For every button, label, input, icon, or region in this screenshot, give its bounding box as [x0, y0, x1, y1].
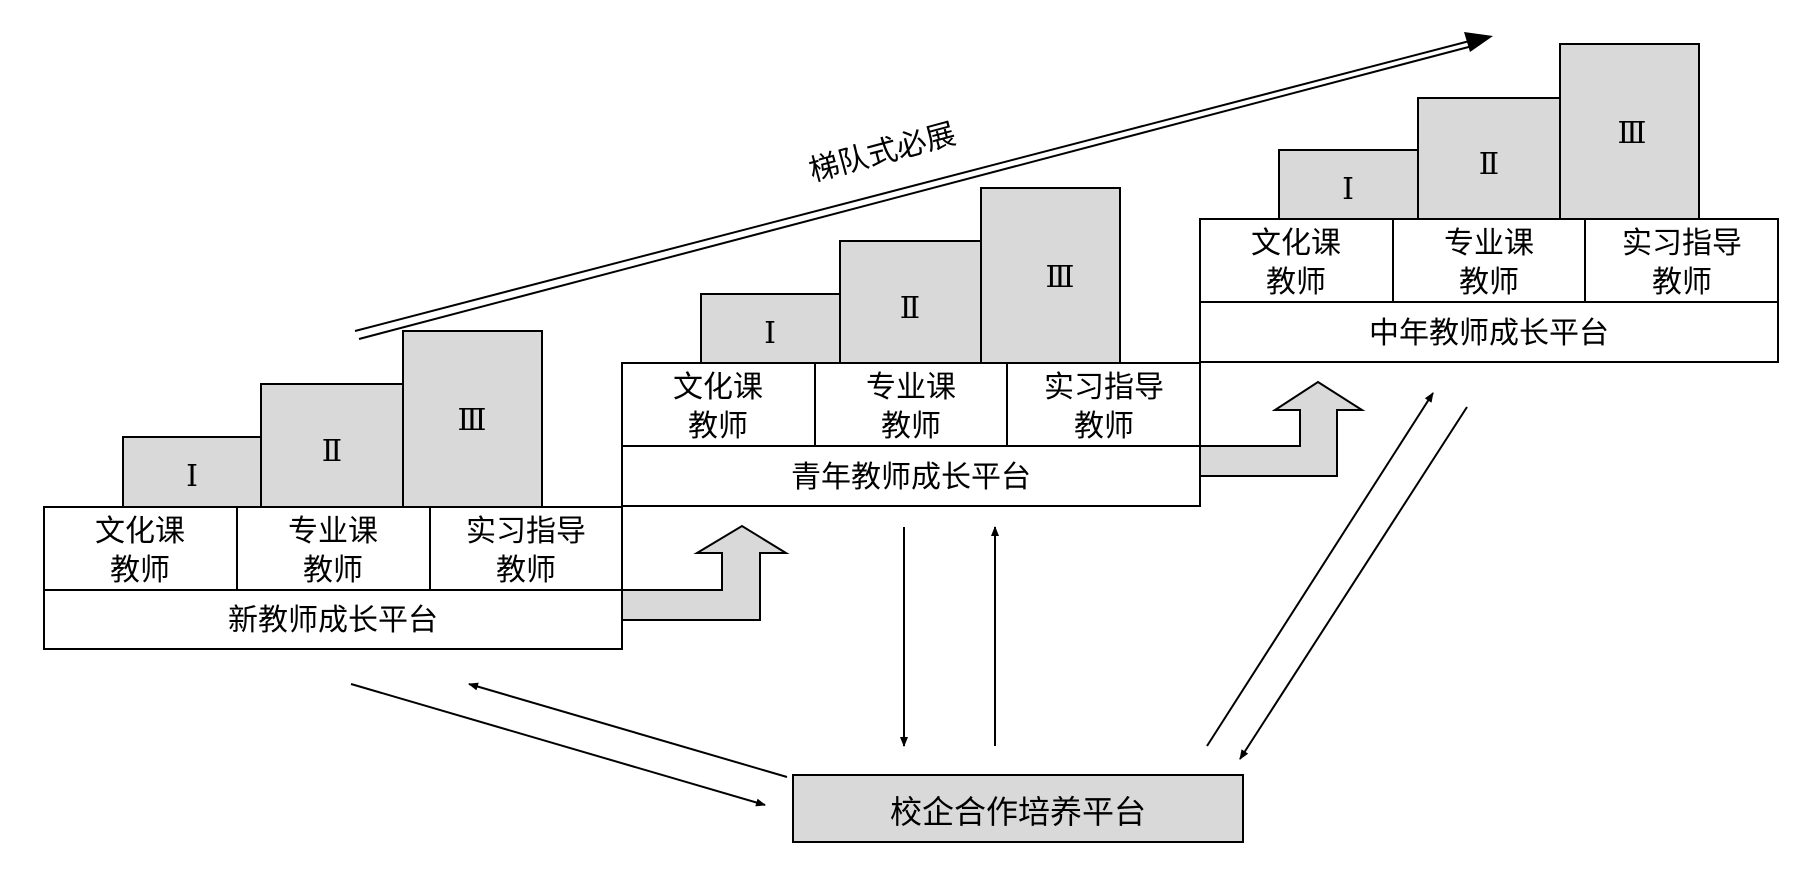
role-culture-line2: 教师	[1266, 265, 1326, 300]
role-major-line1: 专业课	[288, 514, 378, 549]
role-culture-line1: 文化课	[1251, 226, 1341, 261]
level-label-1: Ⅰ	[764, 316, 776, 351]
platform-frame	[1199, 218, 1779, 363]
cooperation-platform-label: 校企合作培养平台	[890, 793, 1146, 831]
role-practice-line2: 教师	[1074, 409, 1134, 444]
role-practice-line2: 教师	[1652, 265, 1712, 300]
role-major-line2: 教师	[303, 553, 363, 588]
level-box-1	[700, 293, 841, 364]
platform-middle-aged-teacher: Ⅰ Ⅱ Ⅲ 文化课 教师 专业课 教师 实习指导 教师 中年教师成长平台	[1199, 43, 1779, 363]
level-label-1: Ⅰ	[186, 459, 198, 494]
role-practice-line1: 实习指导	[466, 514, 586, 549]
level-label-3: Ⅲ	[1618, 116, 1647, 151]
role-major-line1: 专业课	[1444, 226, 1534, 261]
arrow-platform3-to-coop	[1239, 406, 1468, 760]
role-practice-line1: 实习指导	[1622, 226, 1742, 261]
level-label-1: Ⅰ	[1342, 172, 1354, 207]
role-culture-line1: 文化课	[673, 370, 763, 405]
role-culture-line2: 教师	[688, 409, 748, 444]
platform-name: 新教师成长平台	[228, 603, 438, 638]
role-practice-line1: 实习指导	[1044, 370, 1164, 405]
level-label-3: Ⅲ	[458, 403, 487, 438]
role-major-line2: 教师	[1459, 265, 1519, 300]
block-arrow-1	[621, 524, 790, 621]
role-culture-line1: 文化课	[95, 514, 185, 549]
level-label-2: Ⅱ	[900, 291, 920, 326]
platform-name: 中年教师成长平台	[1369, 316, 1609, 351]
role-culture-line2: 教师	[110, 553, 170, 588]
platform-frame	[621, 362, 1201, 507]
level-label-2: Ⅱ	[1479, 147, 1499, 182]
level-label-2: Ⅱ	[322, 434, 342, 469]
arrow-coop-to-platform3	[1206, 392, 1434, 747]
level-label-3: Ⅲ	[1046, 260, 1075, 295]
level-box-1	[122, 436, 262, 508]
level-box-3	[402, 330, 543, 508]
platform-name: 青年教师成长平台	[791, 460, 1031, 495]
arrow-platform1-to-coop	[350, 683, 766, 807]
platform-new-teacher: Ⅰ Ⅱ Ⅲ 文化课 教师 专业课 教师 实习指导 教师 新教师成长平台	[43, 330, 623, 650]
cooperation-platform-box	[792, 774, 1244, 843]
level-box-2	[839, 240, 982, 364]
role-major-line2: 教师	[881, 409, 941, 444]
platform-young-teacher: Ⅰ Ⅱ Ⅲ 文化课 教师 专业课 教师 实习指导 教师 青年教师成长平台	[621, 187, 1201, 507]
level-box-2	[1417, 97, 1561, 220]
platform-frame	[43, 506, 623, 650]
progression-arrow	[354, 32, 1493, 340]
progression-label: 梯队式必展	[806, 117, 960, 190]
role-practice-line2: 教师	[496, 553, 556, 588]
connector-arrows	[350, 392, 1468, 807]
role-major-line1: 专业课	[866, 370, 956, 405]
level-box-3	[1559, 43, 1700, 220]
block-arrow-2	[1199, 380, 1366, 477]
arrow-coop-to-platform1	[468, 682, 788, 778]
